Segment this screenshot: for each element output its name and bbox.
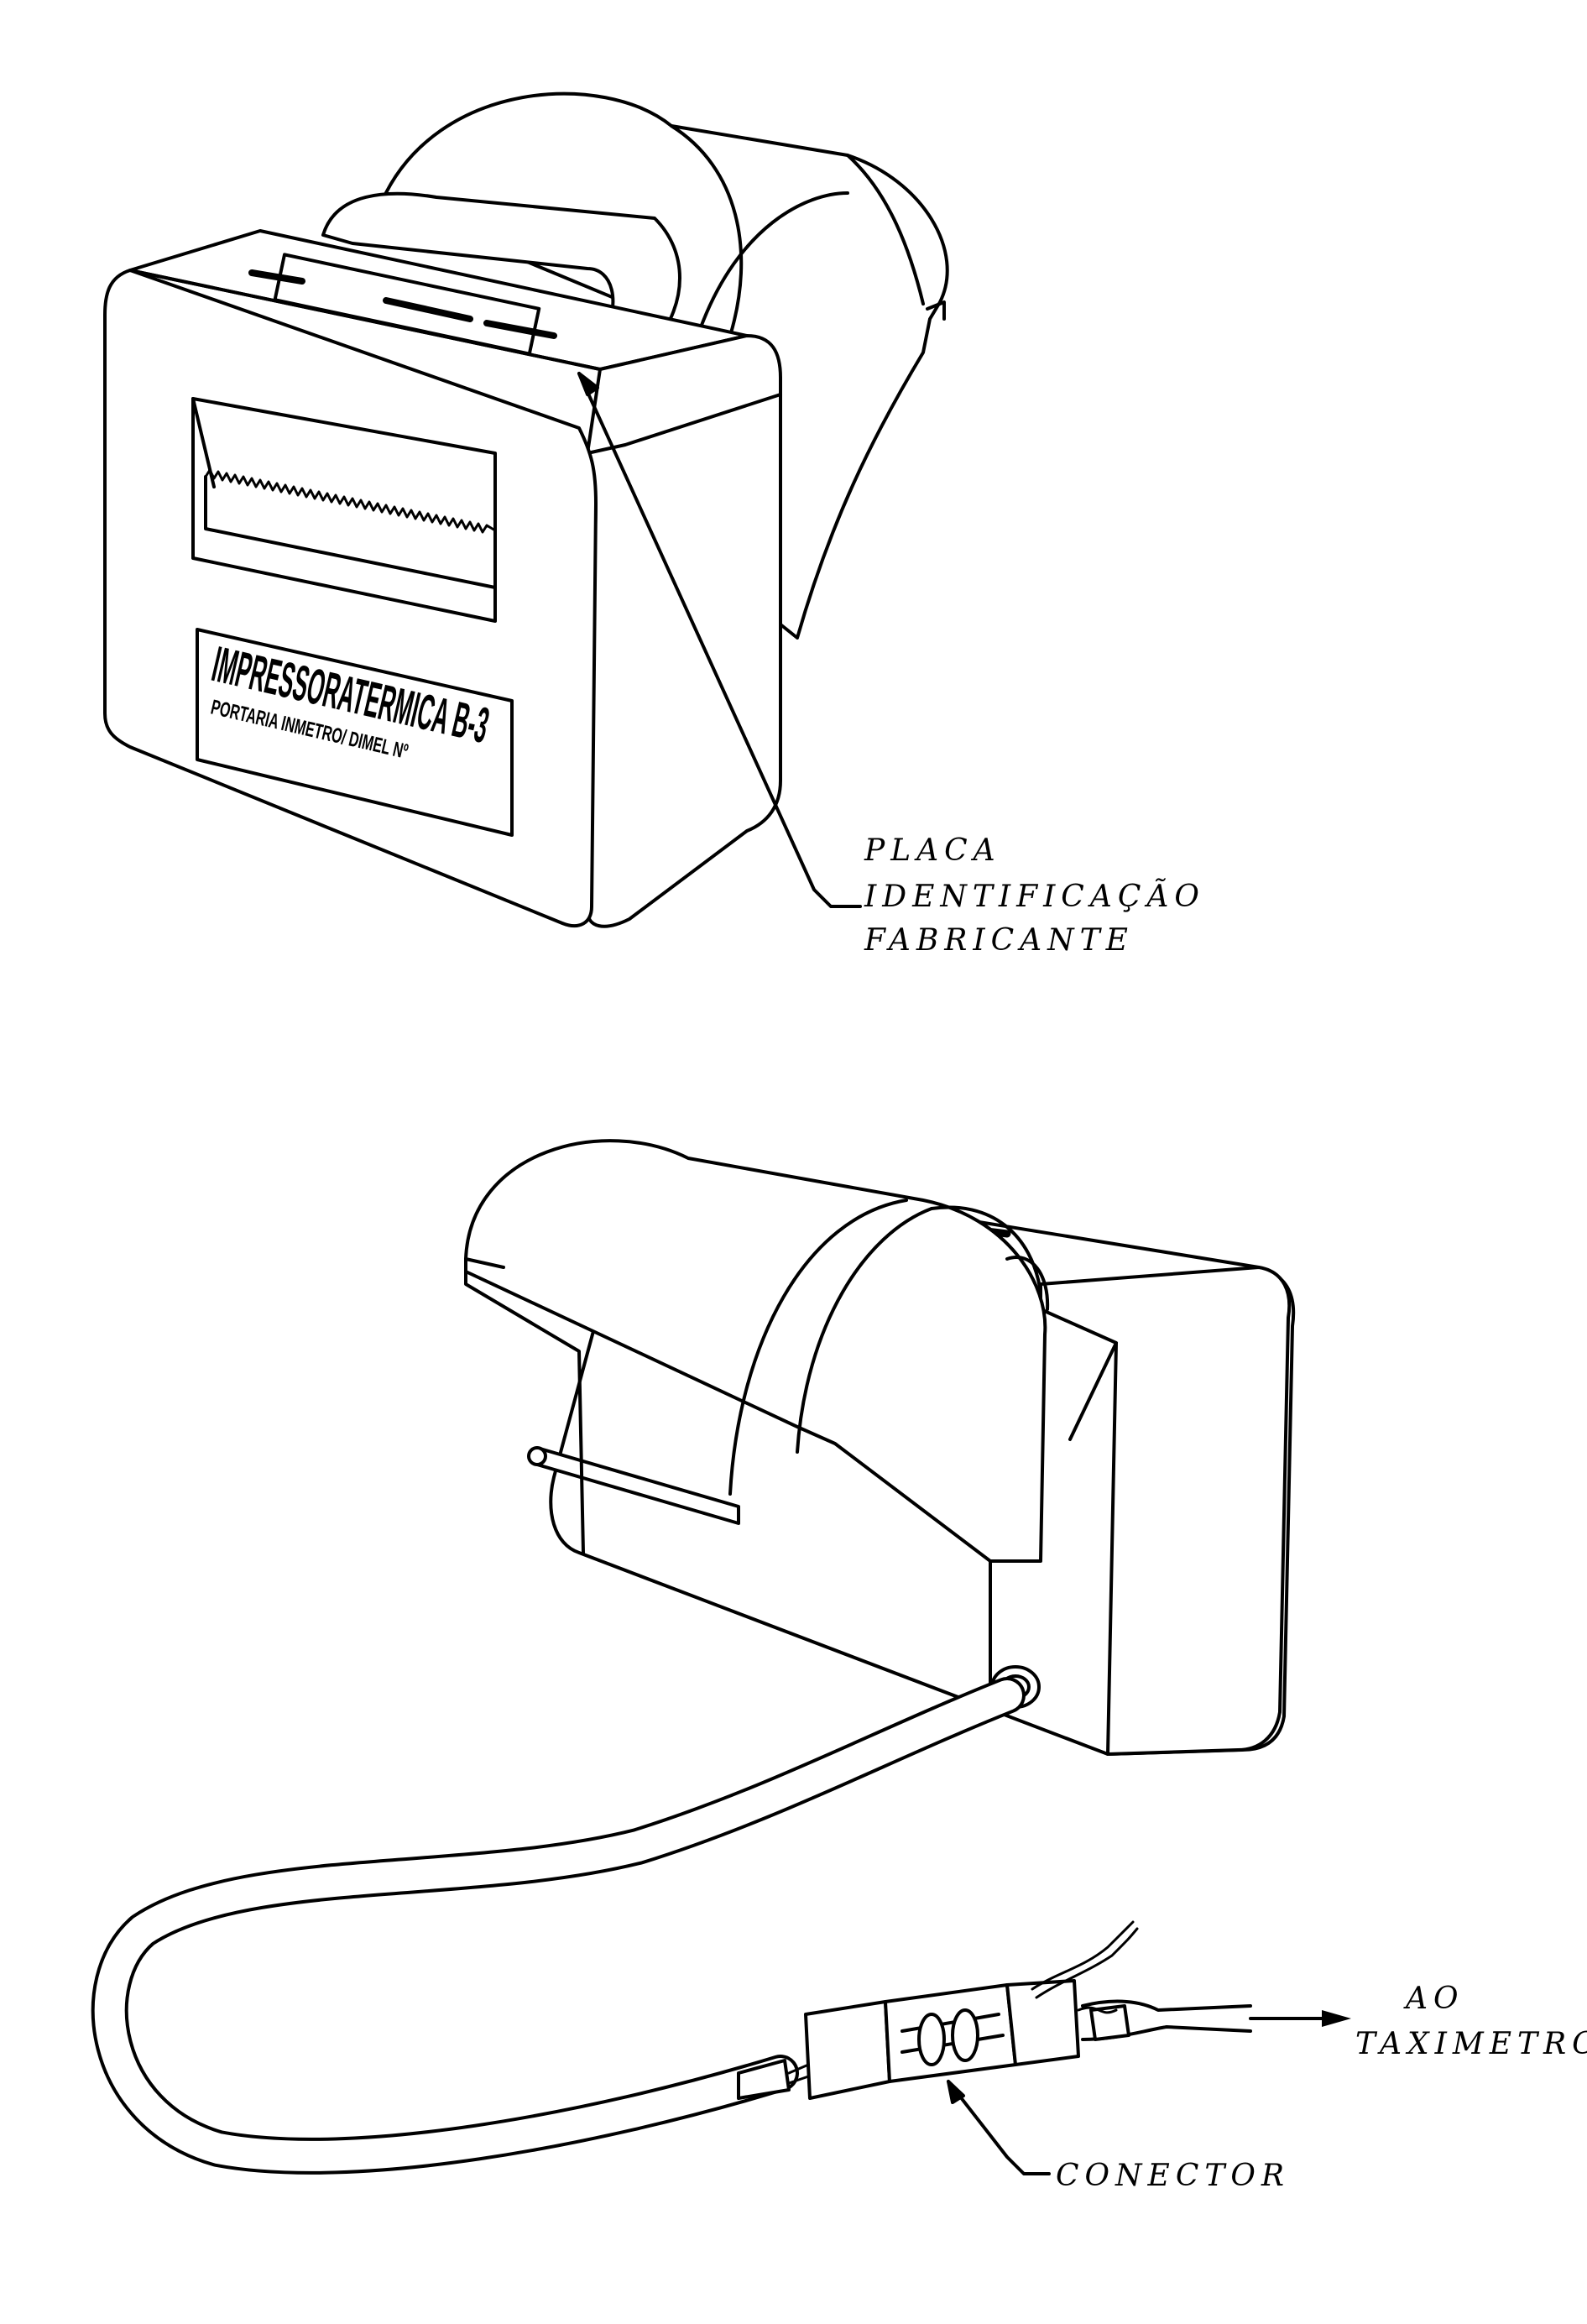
connector	[804, 1979, 1080, 2100]
cable-assembly	[91, 1677, 1252, 2175]
paper-loop	[321, 191, 681, 346]
fabricante-label: FABRICANTE	[864, 923, 1134, 958]
printer-side-face	[586, 334, 782, 928]
printer-front-face	[103, 269, 598, 928]
placa-leader	[577, 372, 862, 908]
cable-inner	[94, 1680, 1022, 2171]
printer-front-view: IMPRESSORATERMICA B-3 PORTARIA INMETRO/ …	[103, 91, 949, 928]
cutter-teeth	[204, 468, 497, 534]
front-label-plate	[196, 628, 514, 837]
connector-leader	[947, 2080, 1051, 2175]
printer-rear-view	[464, 1139, 1296, 1756]
rear-roll-cover	[464, 1139, 1047, 1563]
placa-label: PLACA	[864, 833, 1001, 868]
ao-label: AO	[1403, 1982, 1464, 2016]
identificacao-label: IDENTIFICAÇÃO	[864, 879, 1205, 914]
taximetro-label: TAXIMETRO	[1355, 2027, 1587, 2061]
taximetro-arrow	[1249, 2010, 1351, 2027]
paper-exit-slot	[191, 397, 497, 623]
rear-side-pillar	[1039, 1266, 1292, 1756]
conector-label: CONECTOR	[1056, 2159, 1290, 2193]
twisted-wire	[1031, 1920, 1139, 1999]
